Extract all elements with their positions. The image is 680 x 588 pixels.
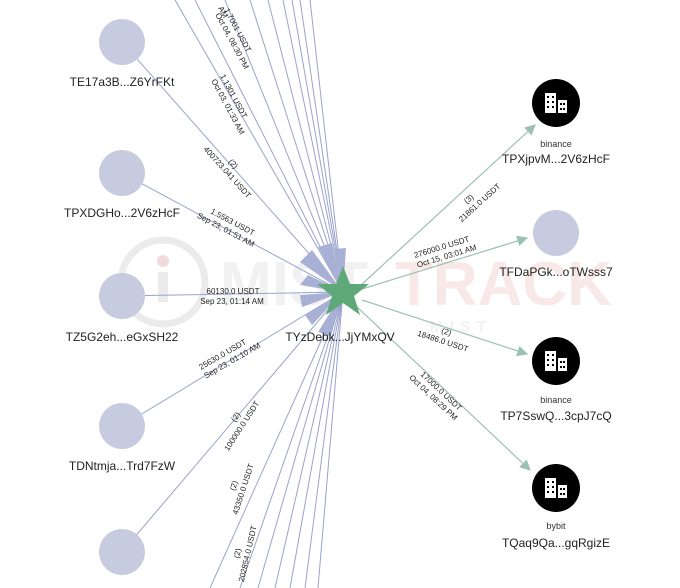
node-tfdapgk[interactable]: TFDaPGk...oTWsss7 [499,210,613,279]
edge-label: (2) [440,326,452,338]
node-label: TFDaPGk...oTWsss7 [499,265,613,279]
address-node[interactable] [99,273,145,319]
node-te17a3b[interactable]: TE17a3B...Z6YrFKt [70,19,175,89]
edge[interactable] [121,291,344,297]
node-tqaq9qa[interactable]: bybit TQaq9Qa...gqRgizE [502,464,610,550]
edge-label: (2) [228,479,240,491]
edge[interactable] [291,0,344,293]
node-bottom[interactable] [99,529,145,575]
watermark-sub: MIST [430,319,492,336]
edge[interactable] [309,0,344,293]
center-node[interactable]: TYzDebk...JjYMxQV [285,266,395,344]
edge[interactable] [194,0,344,293]
node-label: TP7SswQ...3cpJ7cQ [500,409,611,423]
address-node[interactable] [533,210,579,256]
edge[interactable] [121,172,344,293]
edge[interactable] [317,291,344,588]
edge[interactable] [361,299,529,357]
arrowhead [300,250,343,292]
edge[interactable] [121,41,344,293]
node-tz5g2eh[interactable]: TZ5G2eh...eGxSH22 [66,273,179,344]
node-label: TPXjpvM...2V6zHcF [502,152,610,166]
edge[interactable] [289,291,344,588]
edge[interactable] [274,291,344,588]
edge[interactable] [361,235,529,290]
center-label: TYzDebk...JjYMxQV [285,330,394,344]
edge[interactable] [267,0,344,293]
edge[interactable] [355,305,531,471]
edge[interactable] [249,0,344,293]
watermark-logo-bar [158,272,168,302]
watermark-logo-dot [157,255,169,267]
edge[interactable] [239,291,344,588]
exchange-label: binance [540,139,572,149]
edge-label: 400723.041 USDT [202,145,253,200]
node-tdntmja[interactable]: TDNtmja...Trd7FzW [69,403,176,473]
address-node[interactable] [99,19,145,65]
edge-label: 100000.0 USDT [223,399,262,452]
edge[interactable] [209,291,344,588]
node-label: TQaq9Qa...gqRgizE [502,536,610,550]
incoming-edges [121,0,344,588]
edge-label: 21861.0 USDT [457,182,502,224]
building-icon [545,478,567,498]
node-label: TZ5G2eh...eGxSH22 [66,330,179,344]
node-label: TDNtmja...Trd7FzW [69,459,176,473]
address-node[interactable] [99,529,145,575]
edge-label: 60130.0 USDT [207,287,260,296]
right-nodes: binance TPXjpvM...2V6zHcF TFDaPGk...oTWs… [499,79,613,550]
edge[interactable] [282,0,344,293]
left-nodes: TE17a3B...Z6YrFKt TPXDGHo...2V6zHcF TZ5G… [64,19,180,575]
node-tp7sswq[interactable]: binance TP7SswQ...3cpJ7cQ [500,337,612,423]
building-icon [545,351,567,371]
arrowhead [318,243,343,292]
edge[interactable] [174,0,344,293]
node-label: TE17a3B...Z6YrFKt [70,75,175,89]
watermark-brand-right: TRACK [395,250,612,319]
address-node[interactable] [99,150,145,196]
edge-label: (2) [232,547,243,559]
exchange-label: binance [540,395,572,405]
edge[interactable] [299,0,344,293]
exchange-label: bybit [546,521,566,531]
edge-label: Sep 23, 01:14 AM [200,297,264,306]
node-label: TPXDGHo...2V6zHcF [64,206,180,220]
building-icon [545,93,567,113]
star-icon[interactable] [317,266,369,315]
node-tpxjpvm[interactable]: binance TPXjpvM...2V6zHcF [502,79,610,166]
edge[interactable] [257,291,344,588]
outgoing-edges [355,124,536,471]
edge[interactable] [224,0,344,293]
node-tpxdgho[interactable]: TPXDGHo...2V6zHcF [64,150,180,220]
edge[interactable] [359,124,536,287]
address-node[interactable] [99,403,145,449]
edge[interactable] [121,291,344,553]
edge[interactable] [304,291,344,588]
